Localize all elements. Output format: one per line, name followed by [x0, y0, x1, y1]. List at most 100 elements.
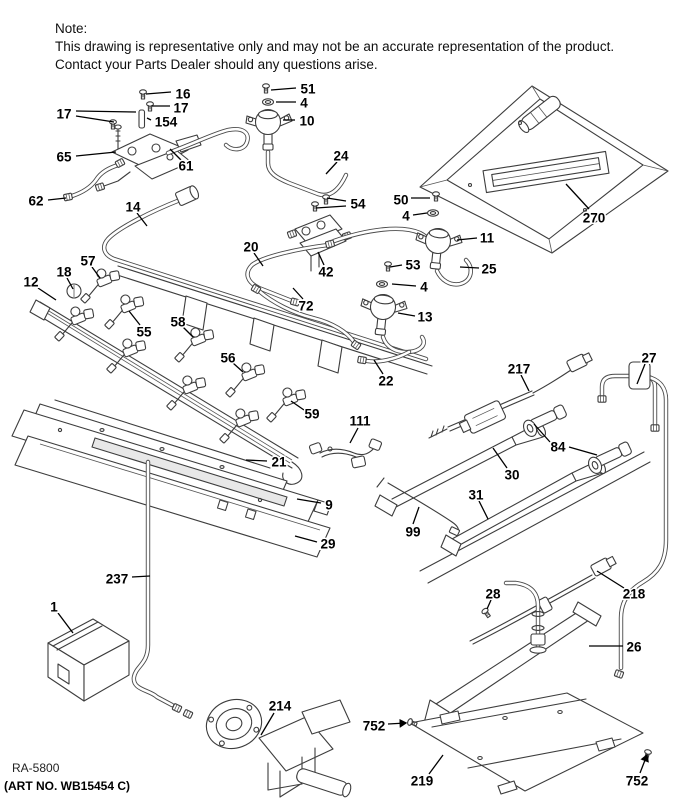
- leader-line-17: [75, 110, 137, 113]
- callout-42: 42: [318, 265, 333, 280]
- leader-line-111: [349, 427, 359, 444]
- leader-line-62: [47, 197, 67, 201]
- callout-26: 26: [626, 640, 642, 655]
- callout-62: 62: [28, 194, 43, 209]
- harness-111: [308, 438, 383, 469]
- burner-tube-30: [374, 422, 547, 517]
- callout-72: 72: [298, 299, 313, 314]
- leader-line-12: [37, 287, 57, 301]
- leader-line-20: [253, 252, 264, 267]
- callout-214: 214: [269, 699, 292, 714]
- leader-line-21: [245, 459, 268, 462]
- callout-50: 50: [393, 193, 408, 208]
- valve-assembly-65: [94, 89, 202, 192]
- callout-65: 65: [56, 150, 72, 165]
- burner-tube-31: [440, 459, 607, 557]
- leader-line-11: [456, 237, 478, 241]
- callout-27: 27: [641, 351, 656, 366]
- callout-13: 13: [417, 310, 433, 325]
- callout-53: 53: [405, 258, 421, 273]
- callout-14: 14: [125, 200, 141, 215]
- leader-line-84: [568, 446, 598, 456]
- callout-4: 4: [402, 209, 410, 224]
- box-1: [47, 618, 130, 702]
- tube-237: [131, 459, 194, 720]
- orifice-fitting-57: [72, 262, 126, 305]
- leader-line-219: [428, 754, 444, 775]
- leader-line-84: [533, 423, 551, 443]
- note-line-2: Contact your Parts Dealer should any que…: [55, 57, 378, 72]
- manifold-pipe-14: [102, 185, 433, 375]
- screw-752-left: [406, 717, 419, 729]
- callout-18: 18: [56, 265, 72, 280]
- art-number: (ART NO. WB15454 C): [4, 779, 131, 793]
- leader-line-57: [91, 266, 101, 279]
- leader-line-72: [292, 287, 304, 300]
- callout-154: 154: [155, 115, 178, 130]
- leader-line-58: [182, 326, 194, 338]
- leader-line-99: [412, 506, 420, 525]
- drawing-code: RA-5800: [12, 761, 60, 775]
- leader-line-53: [389, 264, 403, 268]
- tube-72: [250, 283, 362, 351]
- leader-line-31: [478, 500, 489, 520]
- screw-28: [480, 606, 493, 620]
- callout-56: 56: [220, 351, 236, 366]
- callout-25: 25: [481, 262, 497, 277]
- callout-22: 22: [378, 374, 393, 389]
- note-block: Note: This drawing is representative onl…: [55, 20, 645, 74]
- leader-line-9: [296, 498, 322, 504]
- callout-237: 237: [106, 572, 129, 587]
- leader-line-28: [486, 599, 492, 610]
- callout-17: 17: [56, 107, 71, 122]
- harness-218: [469, 555, 617, 645]
- leader-line-752: [639, 753, 649, 774]
- tube-62: [62, 157, 126, 202]
- callout-111: 111: [349, 414, 371, 429]
- leader-line-24: [325, 161, 338, 175]
- leader-line-237: [131, 575, 151, 578]
- tube-26: [503, 580, 547, 654]
- callout-31: 31: [468, 488, 484, 503]
- callout-217: 217: [508, 362, 531, 377]
- leader-line-214: [260, 712, 275, 736]
- callout-84: 84: [550, 440, 566, 455]
- leader-line-1: [57, 612, 74, 634]
- callout-29: 29: [320, 537, 335, 552]
- callout-30: 30: [504, 468, 519, 483]
- callout-28: 28: [485, 587, 501, 602]
- callout-59: 59: [304, 407, 319, 422]
- leader-line-17: [75, 115, 115, 123]
- tube-20: [245, 239, 336, 307]
- callout-218: 218: [623, 587, 646, 602]
- leader-line-61: [169, 148, 182, 161]
- callout-752: 752: [626, 774, 649, 789]
- callout-51: 51: [300, 82, 316, 97]
- harness-217: [428, 352, 593, 439]
- leader-line-13: [397, 312, 416, 317]
- tube-27: [597, 361, 669, 679]
- leader-line-154: [146, 117, 152, 121]
- callout-12: 12: [23, 275, 38, 290]
- orifice-rail-12: [29, 299, 303, 485]
- callout-9: 9: [325, 498, 333, 513]
- callout-21: 21: [271, 455, 287, 470]
- callout-20: 20: [243, 240, 258, 255]
- leader-line-4: [391, 283, 417, 287]
- spacer-tube-154: [138, 109, 146, 129]
- panel-29: [14, 435, 331, 558]
- tube-24: [265, 149, 349, 198]
- callout-1: 1: [50, 600, 58, 615]
- callout-4: 4: [420, 280, 428, 295]
- screw-752-right: [642, 748, 653, 761]
- callout-55: 55: [136, 325, 152, 340]
- leader-line-4: [412, 212, 428, 216]
- bracket-99: [376, 477, 461, 537]
- leader-line-22: [373, 359, 384, 375]
- leader-line-14: [136, 212, 148, 227]
- panel-9: [11, 409, 332, 527]
- leader-line-54: [315, 205, 347, 209]
